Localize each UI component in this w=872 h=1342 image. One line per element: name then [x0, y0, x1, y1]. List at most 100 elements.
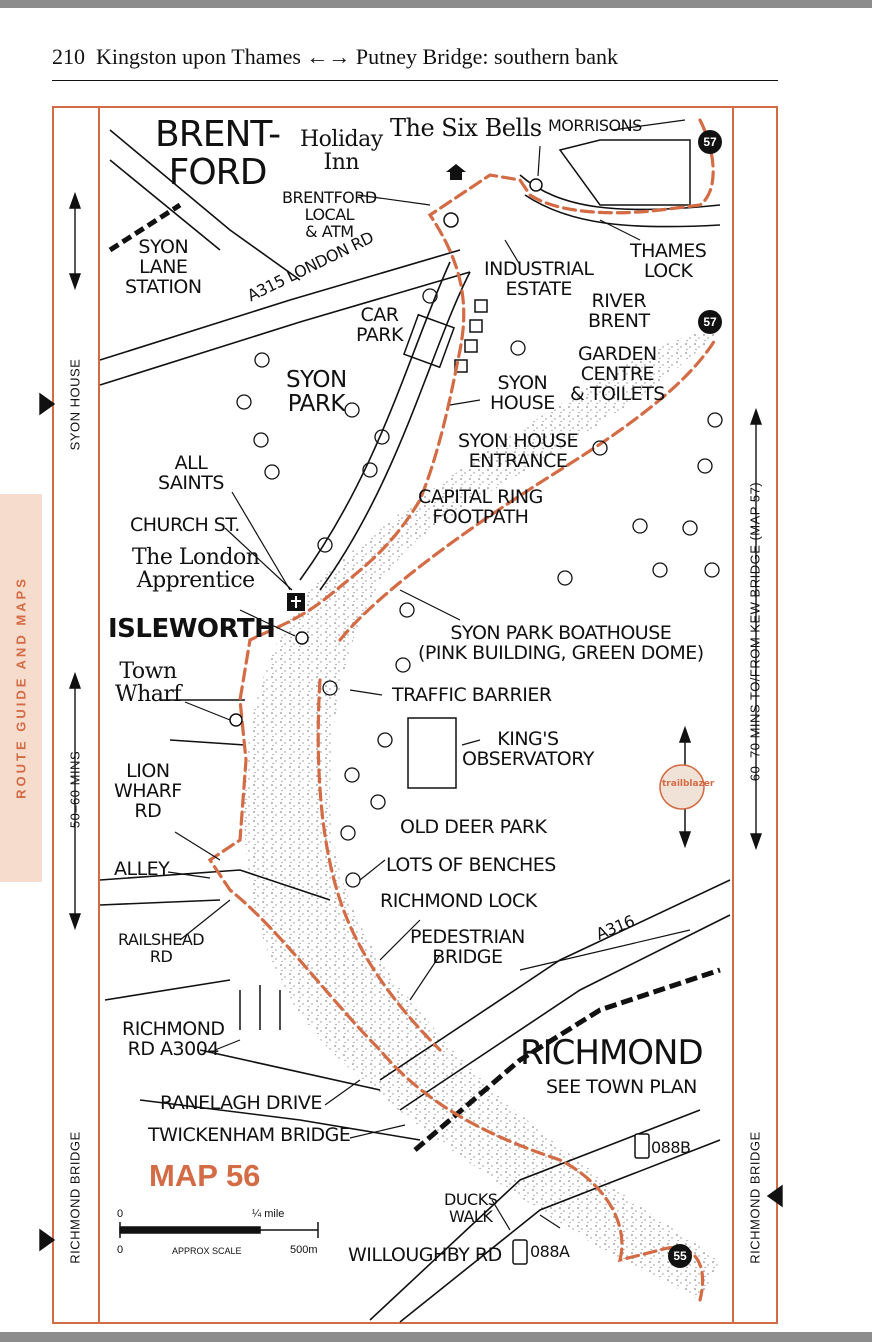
- label-pedestrian-line1: PEDESTRIAN: [410, 926, 525, 948]
- label-brentford-line1: BRENT-: [155, 114, 281, 155]
- label-syon-entrance-line2: ENTRANCE: [468, 449, 568, 472]
- label-richmond-rd: RICHMOND RD A3004: [122, 1019, 225, 1060]
- map-title: MAP 56: [149, 1158, 261, 1193]
- label-see-town-plan: SEE TOWN PLAN: [546, 1076, 697, 1098]
- label-syon-lane-line3: STATION: [125, 275, 202, 298]
- label-railshead-rd: RAILSHEAD RD: [118, 930, 205, 966]
- scale-zero-bottom: 0: [117, 1244, 124, 1256]
- frame-inner-left: [98, 106, 100, 1324]
- label-syon-house-line2: HOUSE: [490, 391, 555, 414]
- label-car-park: CAR PARK: [356, 304, 403, 346]
- map-ref-badge-mid: 57: [698, 310, 722, 334]
- landmark-symbols: [229, 164, 650, 1265]
- page-number: 210: [52, 44, 85, 69]
- page-title: Kingston upon Thames ←→ Putney Bridge: s…: [96, 44, 619, 69]
- label-all-saints-line2: SAINTS: [158, 471, 224, 494]
- label-pedestrian-bridge: PEDESTRIAN BRIDGE: [410, 926, 525, 968]
- label-kings-obs-line1: KING'S: [497, 728, 559, 750]
- frame-inner-right: [732, 106, 734, 1324]
- label-syon-house: SYON HOUSE: [490, 372, 555, 414]
- label-industrial-line2: ESTATE: [505, 277, 573, 300]
- label-brentford-local-line3: & ATM: [305, 221, 354, 241]
- label-kings-obs-line2: OBSERVATORY: [462, 747, 594, 770]
- header-rule: [52, 80, 778, 81]
- label-pedestrian-line2: BRIDGE: [432, 945, 503, 968]
- label-syon-entrance-line1: SYON HOUSE: [458, 430, 579, 452]
- label-twickenham-bridge: TWICKENHAM BRIDGE: [148, 1124, 351, 1146]
- label-all-saints-line1: ALL: [174, 452, 208, 474]
- label-lion-wharf-line3: RD: [134, 799, 162, 822]
- trail-route: [207, 118, 717, 1302]
- label-industrial-line1: INDUSTRIAL: [484, 258, 594, 280]
- label-willoughby-rd: WILLOUGHBY RD: [348, 1244, 502, 1266]
- margin-arrows: [39, 191, 783, 1252]
- label-garden-centre-line2: CENTRE: [580, 362, 655, 385]
- label-syon-park: SYON PARK: [286, 368, 347, 416]
- label-garden-centre-line1: GARDEN: [578, 343, 657, 365]
- map-ref-badge-bottom: 55: [668, 1244, 692, 1268]
- label-town-wharf-line1: Town: [119, 659, 177, 684]
- compass-brand-label: trailblazer: [662, 779, 715, 789]
- label-brentford-local: BRENTFORD LOCAL & ATM: [282, 189, 377, 241]
- compass-icon: [659, 725, 705, 849]
- label-richmond-rd-line2: RD A3004: [127, 1037, 220, 1060]
- label-garden-centre-line3: & TOILETS: [570, 382, 665, 405]
- label-ranelagh-drive: RANELAGH DRIVE: [160, 1092, 322, 1114]
- label-brentford-line2: FORD: [168, 151, 268, 193]
- label-london-apprentice-line2: Apprentice: [136, 568, 255, 594]
- scale-bar: [119, 1222, 319, 1238]
- label-boathouse-line2: (PINK BUILDING, GREEN DOME): [418, 641, 704, 664]
- scale-zero-top: 0: [117, 1208, 124, 1220]
- label-brentford: BRENT- FORD: [155, 114, 281, 193]
- label-alley: ALLEY: [114, 858, 170, 880]
- label-lion-wharf: LION WHARF RD: [114, 760, 182, 822]
- label-river-brent: RIVER BRENT: [588, 291, 650, 332]
- leader-lines: [167, 119, 691, 1231]
- label-thames-lock: THAMES LOCK: [630, 240, 707, 282]
- scale-approx: APPROX SCALE: [172, 1246, 242, 1256]
- label-church-st: CHURCH ST.: [130, 514, 240, 536]
- label-garden-centre: GARDEN CENTRE & TOILETS: [570, 343, 665, 405]
- label-syon-house-line1: SYON: [497, 372, 548, 394]
- label-lion-wharf-line1: LION: [126, 760, 170, 782]
- label-old-deer-park: OLD DEER PARK: [400, 816, 547, 838]
- map-ref-badge-top: 57: [698, 130, 722, 154]
- label-holiday-inn: Holiday Inn: [300, 128, 383, 174]
- label-richmond: RICHMOND: [520, 1033, 704, 1073]
- label-boathouse: SYON PARK BOATHOUSE (PINK BUILDING, GREE…: [418, 623, 704, 664]
- label-town-wharf-line2: Wharf: [115, 682, 182, 708]
- scale-meters: 500m: [290, 1244, 318, 1256]
- label-railshead-line1: RAILSHEAD: [118, 930, 205, 949]
- label-town-wharf: Town Wharf: [115, 659, 182, 708]
- label-syon-lane-station: SYON LANE STATION: [125, 236, 202, 298]
- label-ducks-walk-line1: DUCKS: [444, 1190, 498, 1209]
- label-london-apprentice: The London Apprentice: [132, 545, 260, 594]
- label-syon-park-line1: SYON: [286, 367, 347, 393]
- label-088b: 088B: [651, 1138, 691, 1157]
- bottom-edge-bar: [0, 1332, 872, 1342]
- label-thames-lock-line1: THAMES: [630, 240, 707, 262]
- trees: [236, 288, 723, 888]
- label-london-apprentice-line1: The London: [132, 545, 260, 570]
- label-syon-entrance: SYON HOUSE ENTRANCE: [458, 430, 579, 472]
- label-ducks-walk: DUCKS WALK: [444, 1190, 498, 1226]
- top-edge-bar: [0, 0, 872, 8]
- label-river-brent-line2: BRENT: [588, 309, 650, 332]
- river-thames: [244, 330, 720, 1300]
- label-all-saints: ALL SAINTS: [158, 452, 224, 494]
- label-kings-observatory: KING'S OBSERVATORY: [462, 728, 594, 770]
- map-frame: [52, 106, 778, 1324]
- label-six-bells: The Six Bells: [390, 114, 542, 142]
- label-syon-lane-line1: SYON: [138, 236, 189, 258]
- buildings: [239, 139, 691, 1030]
- label-capital-ring: CAPITAL RING FOOTPATH: [418, 487, 543, 528]
- label-railshead-line2: RD: [149, 946, 173, 966]
- side-tab: [0, 494, 42, 882]
- label-industrial-estate: INDUSTRIAL ESTATE: [484, 258, 594, 300]
- label-traffic-barrier: TRAFFIC BARRIER: [392, 684, 552, 706]
- label-holiday-inn-line2: Inn: [323, 150, 360, 176]
- label-car-park-line1: CAR: [360, 304, 399, 326]
- label-morrisons: MORRISONS: [548, 116, 642, 135]
- label-lots-of-benches: LOTS OF BENCHES: [386, 854, 556, 876]
